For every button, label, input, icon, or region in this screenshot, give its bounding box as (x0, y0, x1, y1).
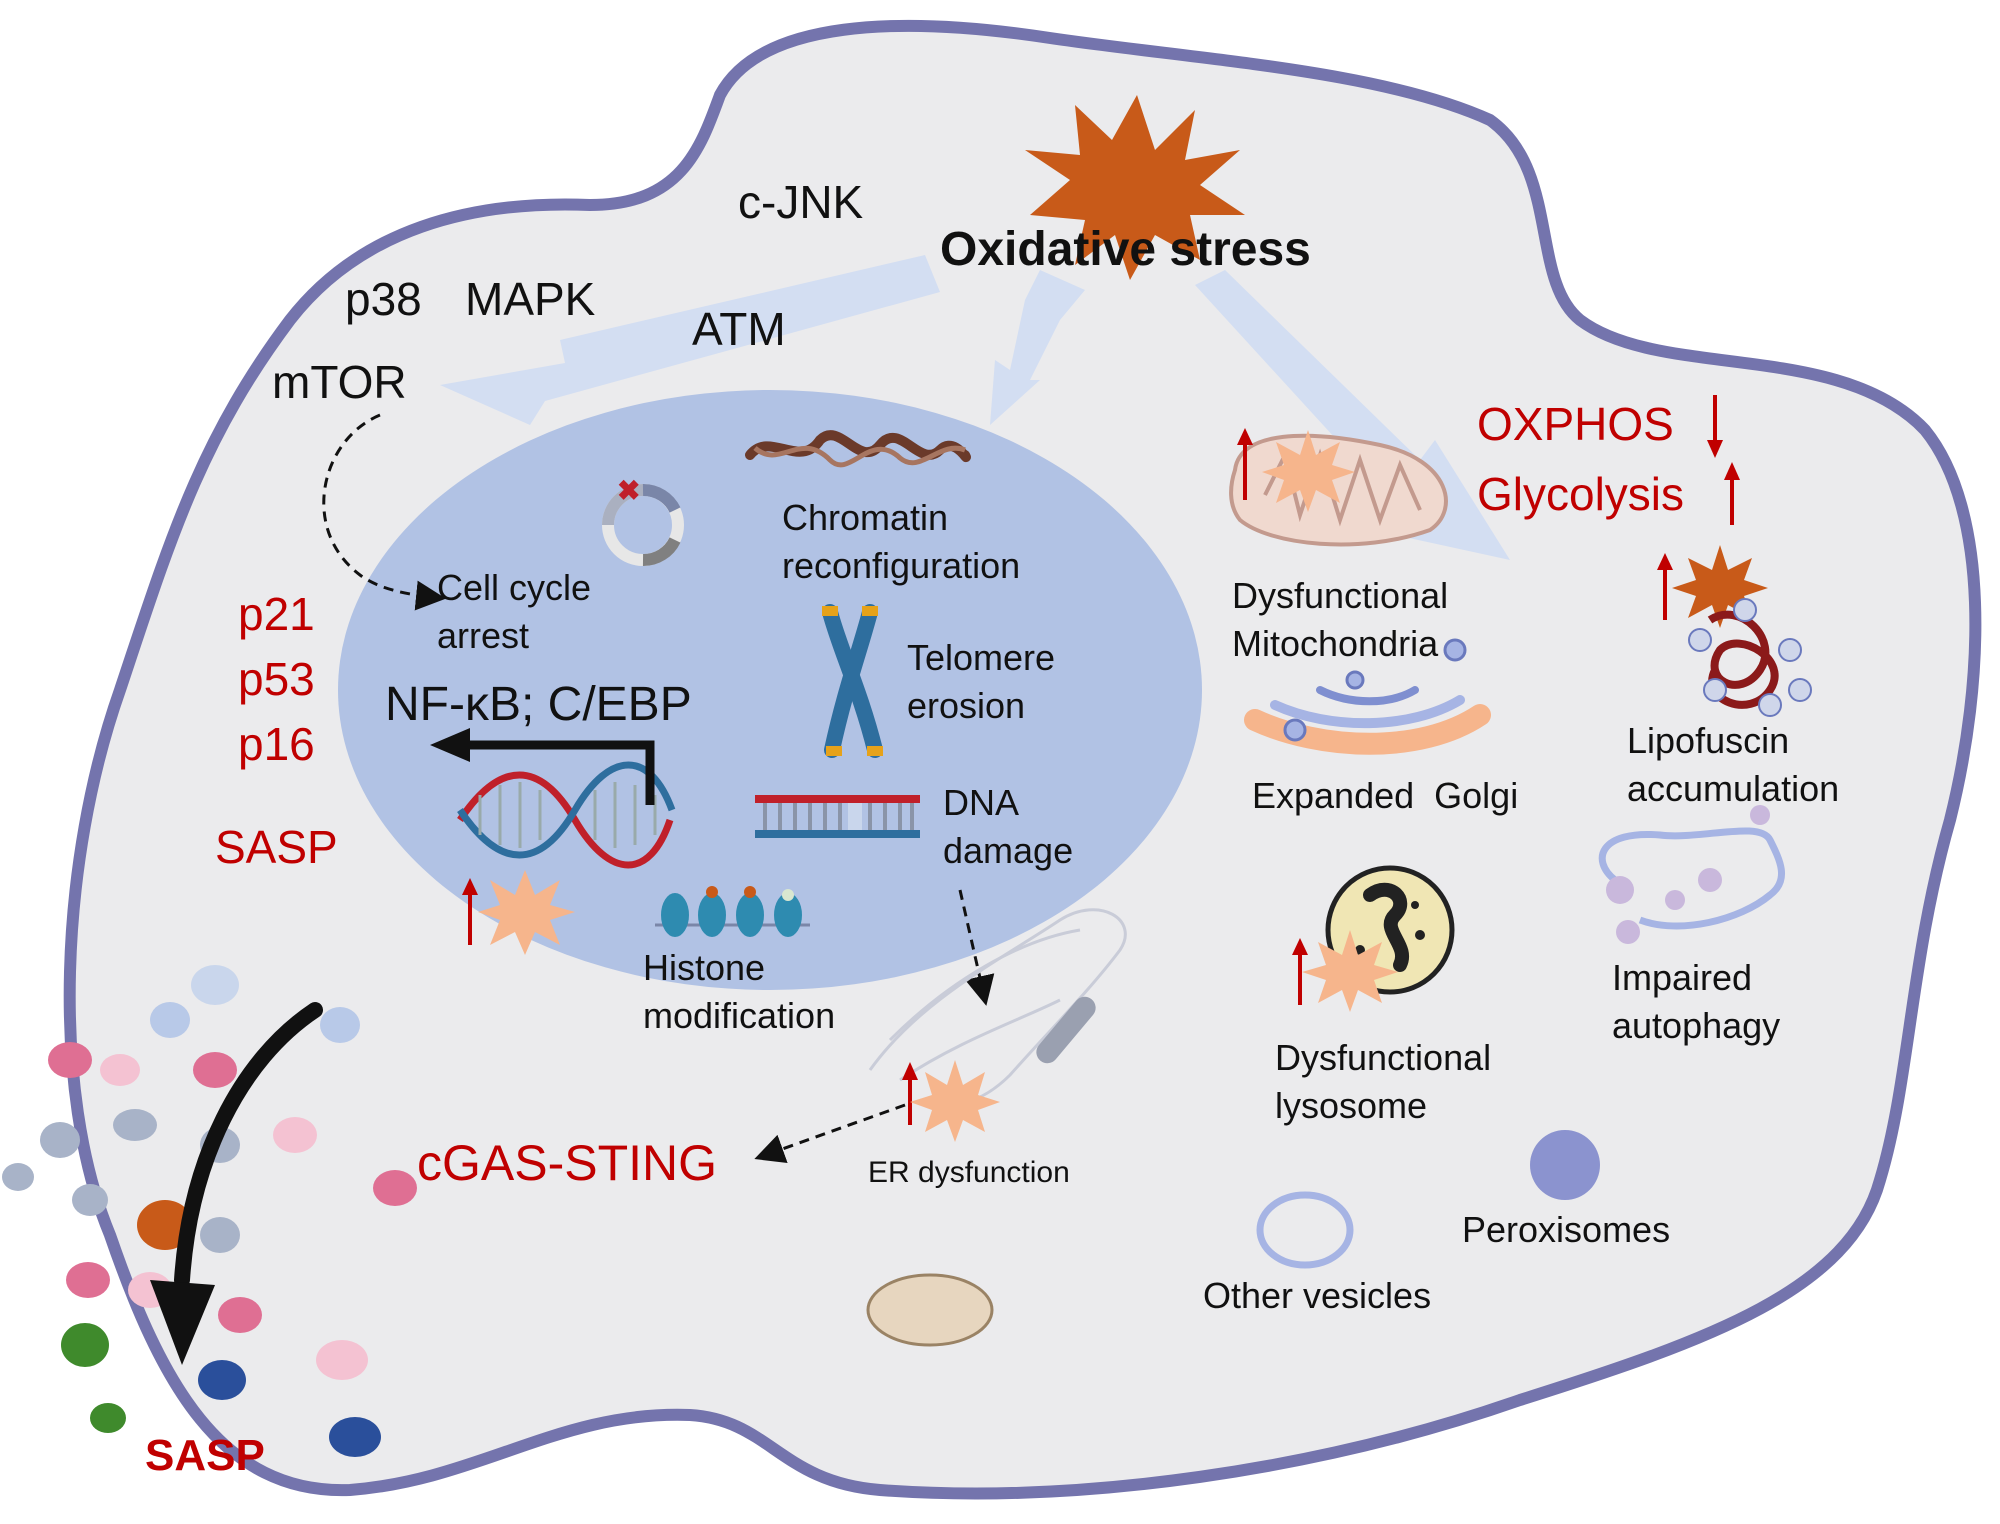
label-golgi: Expanded Golgi (1252, 775, 1518, 816)
label-cgas-sting: cGAS-STING (417, 1135, 717, 1191)
telomere-chromosome-icon (822, 604, 883, 758)
label-mitochondria: Dysfunctional (1232, 575, 1448, 616)
label-chromatin: Chromatin (782, 497, 948, 538)
label-telomere-2: erosion (907, 685, 1025, 726)
label-oxidative-stress: Oxidative stress (940, 223, 1311, 276)
label-lysosome-2: lysosome (1275, 1085, 1427, 1126)
svg-text:✖: ✖ (617, 475, 640, 506)
label-peroxisomes: Peroxisomes (1462, 1209, 1670, 1250)
label-chromatin-2: reconfiguration (782, 545, 1020, 586)
label-histone: Histone (643, 947, 765, 988)
label-atm: ATM (692, 303, 786, 355)
mtor-to-cell-cycle-dashed-arrow (322, 413, 446, 611)
dna-damage-ladder-icon (755, 795, 920, 838)
sasp-secretion-arrow (174, 1002, 323, 1288)
label-mitochondria-2: Mitochondria (1232, 623, 1439, 664)
label-histone-2: modification (643, 995, 835, 1036)
lipofuscin-icon (1657, 545, 1812, 717)
label-lysosome: Dysfunctional (1275, 1037, 1491, 1078)
vesicle-icon (1256, 1191, 1354, 1269)
label-c-jnk: c-JNK (738, 176, 864, 228)
sasp-secretion-blobs (2, 965, 417, 1457)
histone-icon (655, 886, 810, 937)
dna-to-er-dashed-arrow (958, 889, 995, 1006)
sasp-secretion-arrowhead (150, 1280, 215, 1365)
label-other-vesicles: Other vesicles (1203, 1275, 1431, 1316)
er-icon (868, 908, 1127, 1142)
label-autophagy: Impaired (1612, 957, 1752, 998)
oxidative-stress-burst-icon (1025, 95, 1245, 280)
label-mapk: MAPK (465, 273, 596, 325)
label-dna-damage-2: damage (943, 830, 1073, 871)
nfkb-arrowhead (430, 728, 470, 762)
autophagy-icon (1598, 805, 1786, 944)
er-to-cgas-dashed-arrow (754, 1103, 906, 1164)
chromatin-icon (745, 430, 971, 468)
label-p16: p16 (238, 718, 315, 770)
mitochondria-icon (1229, 428, 1448, 547)
arrow-to-mtor (440, 255, 940, 425)
peroxisome-icon (1530, 1130, 1600, 1200)
lysosome-icon (1292, 865, 1455, 1012)
label-telomere: Telomere (907, 637, 1055, 678)
label-p21: p21 (238, 588, 315, 640)
label-glycolysis: Glycolysis (1477, 468, 1684, 520)
label-p38: p38 (345, 273, 422, 325)
nucleus-ros-increase-icon (462, 870, 575, 955)
nfkb-transcription-arrow (460, 740, 655, 805)
label-dna-damage: DNA (943, 782, 1019, 823)
label-nfkb: NF-κB; C/EBP (385, 678, 692, 731)
label-er-dysfunction: ER dysfunction (868, 1156, 1070, 1189)
label-lipofuscin: Lipofuscin (1627, 720, 1789, 761)
label-cell-cycle-2: arrest (437, 615, 529, 656)
metabolism-arrows (1707, 395, 1740, 525)
label-sasp-inner: SASP (215, 821, 338, 873)
label-mtor: mTOR (272, 356, 407, 408)
lipid-droplet-icon (866, 1273, 994, 1347)
label-p53: p53 (238, 653, 315, 705)
arrow-to-nucleus (990, 270, 1085, 425)
label-sasp-outer: SASP (145, 1431, 265, 1480)
label-oxphos: OXPHOS (1477, 398, 1674, 450)
label-cell-cycle: Cell cycle (437, 567, 591, 608)
label-autophagy-2: autophagy (1612, 1005, 1780, 1046)
label-lipofuscin-2: accumulation (1627, 768, 1839, 809)
golgi-icon (1244, 638, 1491, 755)
cell-cycle-icon: ✖ (602, 475, 684, 567)
